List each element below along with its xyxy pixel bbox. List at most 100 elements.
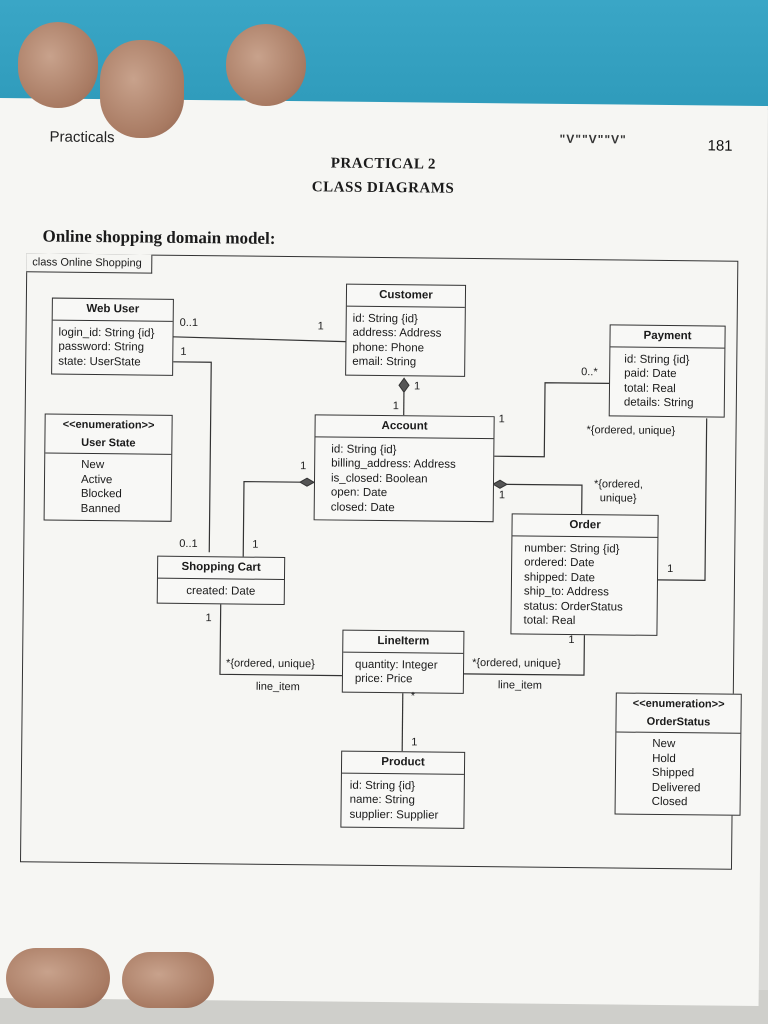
assoc-account-cart <box>242 480 314 557</box>
enum-literal: Closed <box>651 795 688 809</box>
attribute: state: UserState <box>58 355 141 368</box>
multiplicity-label: * <box>410 690 416 703</box>
multiplicity-label: 1 <box>411 736 418 749</box>
multiplicity-label: 0..1 <box>179 316 199 330</box>
finger <box>6 948 110 1008</box>
composition-diamond-customer <box>398 377 410 394</box>
book-page: Practicals "V""V""V" 181 PRACTICAL 2 CLA… <box>0 98 768 1006</box>
multiplicity-label: 1 <box>252 538 259 551</box>
attribute: created: Date <box>186 584 256 598</box>
composition-diamond-account-cart <box>298 477 316 487</box>
enum-literal: Delivered <box>651 781 701 794</box>
multiplicity-label: unique} <box>599 492 637 505</box>
class-attributes: id: String {id} billing_address: Address… <box>315 437 494 521</box>
enum-literal: Blocked <box>80 487 122 501</box>
enum-literal: New <box>652 737 676 751</box>
multiplicity-label: 1 <box>317 320 324 333</box>
association-lines <box>172 336 708 752</box>
enum-literal: New <box>81 458 105 472</box>
attribute: status: OrderStatus <box>523 600 623 614</box>
enum-order-status: <<enumeration>> OrderStatus New Hold Shi… <box>614 692 742 816</box>
multiplicity-label: 1 <box>205 612 212 625</box>
attribute: email: String <box>352 355 417 369</box>
attribute: number: String {id} <box>524 542 620 556</box>
multiplicity-label: *{ordered, unique} <box>226 657 315 671</box>
class-name: Order <box>512 514 658 538</box>
multiplicity-label: 1 <box>568 633 575 647</box>
class-order: Order number: String {id} ordered: Date … <box>510 513 659 636</box>
assoc-cart-lineitem <box>219 603 342 677</box>
attribute: id: String {id} <box>624 353 690 366</box>
class-name: LineIterm <box>343 630 464 654</box>
multiplicity-label: *{ordered, unique} <box>586 424 676 438</box>
enum-literal: Active <box>80 473 113 486</box>
attribute: total: Real <box>623 382 676 395</box>
class-payment: Payment id: String {id} paid: Date total… <box>608 324 726 418</box>
attribute: total: Real <box>523 614 576 628</box>
assoc-account-order <box>492 483 583 515</box>
multiplicity-label: 0..* <box>581 366 598 379</box>
enum-literal: Banned <box>80 502 121 515</box>
class-name: Account <box>315 415 494 439</box>
enum-name: OrderStatus <box>646 715 711 728</box>
thumb <box>100 40 184 138</box>
multiplicity-label: 0..1 <box>179 537 198 551</box>
enum-user-state: <<enumeration>> User State New Active Bl… <box>43 413 173 522</box>
multiplicity-label: 1 <box>392 400 399 413</box>
class-attributes: id: String {id} address: Address phone: … <box>346 306 465 375</box>
multiplicity-label: 1 <box>498 413 505 426</box>
role-label: line_item <box>255 680 300 694</box>
class-line-item: LineIterm quantity: Integer price: Price <box>341 629 465 694</box>
enum-name: User State <box>81 436 136 449</box>
class-shopping-cart: Shopping Cart created: Date <box>156 555 286 606</box>
composition-diamond-account-order <box>491 479 508 489</box>
assoc-payment-order <box>656 418 708 582</box>
multiplicity-label: 1 <box>300 460 307 473</box>
attribute: open: Date <box>330 486 388 500</box>
attribute: paid: Date <box>624 367 677 381</box>
attribute: quantity: Integer <box>355 658 438 672</box>
class-web-user: Web User login_id: String {id} password:… <box>51 297 174 376</box>
attribute: is_closed: Boolean <box>330 471 428 485</box>
attribute: phone: Phone <box>352 341 425 354</box>
assoc-account-payment <box>493 382 610 458</box>
attribute: address: Address <box>352 326 442 340</box>
multiplicity-label: 1 <box>180 345 187 358</box>
enum-stereotype: <<enumeration>> <box>632 697 725 711</box>
attribute: id: String {id} <box>331 442 397 456</box>
class-attributes: id: String {id} name: String supplier: S… <box>341 773 464 828</box>
attribute: id: String {id} <box>349 779 416 792</box>
attribute: billing_address: Address <box>331 457 456 471</box>
finger <box>226 24 306 106</box>
multiplicity-label: 1 <box>413 380 421 393</box>
class-attributes: created: Date <box>158 578 284 604</box>
multiplicity-label: 1 <box>498 489 506 502</box>
assoc-webuser-cart <box>172 361 212 553</box>
class-product: Product id: String {id} name: String sup… <box>340 750 466 829</box>
assoc-webuser-customer <box>172 336 346 343</box>
class-customer: Customer id: String {id} address: Addres… <box>345 283 467 377</box>
attribute: password: String <box>58 340 145 354</box>
class-name: Web User <box>52 298 173 322</box>
class-name: Customer <box>346 284 466 308</box>
attribute: ship_to: Address <box>523 585 609 599</box>
multiplicity-label: 1 <box>667 563 674 576</box>
attribute: id: String {id} <box>352 312 418 325</box>
class-attributes: number: String {id} ordered: Date shippe… <box>511 536 657 635</box>
class-name: Product <box>341 751 465 775</box>
class-name: Payment <box>610 325 725 349</box>
attribute: name: String <box>349 793 415 807</box>
assoc-order-lineitem <box>463 630 586 676</box>
finger <box>18 22 98 108</box>
class-attributes: quantity: Integer price: Price <box>343 652 463 692</box>
enum-literals: New Hold Shipped Delivered Closed <box>616 732 741 814</box>
enum-literal: Hold <box>652 752 676 765</box>
class-name: Shopping Cart <box>157 556 285 580</box>
attribute: closed: Date <box>330 500 395 514</box>
multiplicity-label: *{ordered, <box>593 478 643 491</box>
assoc-lineitem-product <box>401 688 404 752</box>
attribute: ordered: Date <box>524 556 595 570</box>
finger <box>122 952 214 1008</box>
attribute: supplier: Supplier <box>349 808 439 822</box>
class-attributes: login_id: String {id} password: String s… <box>52 320 173 375</box>
